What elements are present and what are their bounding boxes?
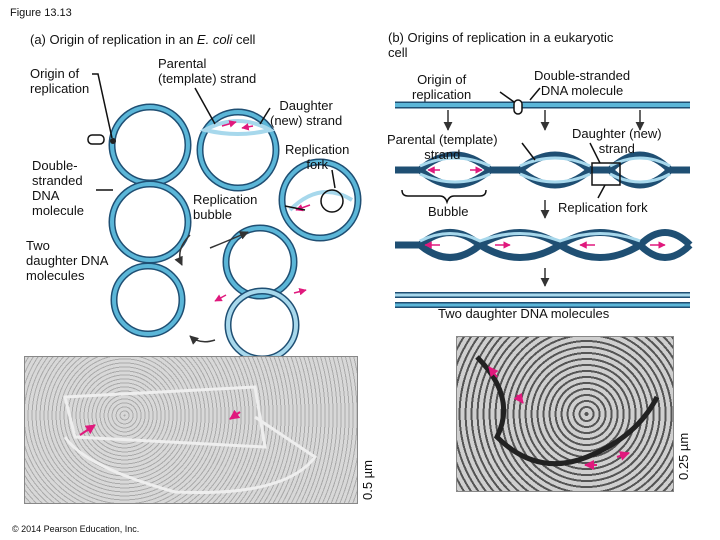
micrograph-eukaryote-dna xyxy=(475,355,660,470)
circle-bubble xyxy=(278,158,362,242)
figure-number: Figure 13.13 xyxy=(10,7,72,19)
circle-origin xyxy=(108,103,192,187)
circle-daughters-result xyxy=(110,262,186,338)
label-fork-b: Replication fork xyxy=(558,200,648,215)
label-bubble-b: Bubble xyxy=(428,204,469,219)
pointer-lines-b xyxy=(499,87,606,199)
process-arrows-a xyxy=(174,231,249,345)
circle-late-replication xyxy=(214,224,307,363)
label-bubble-a: Replication bubble xyxy=(193,192,258,222)
pointer-lines-a xyxy=(92,73,336,211)
panel-b-title: (b) Origins of replication in a eukaryot… xyxy=(388,30,614,60)
circle-early-replication xyxy=(196,108,280,192)
label-parental-a: Parental (template) strand xyxy=(158,56,257,86)
label-origin-a: Origin of replication xyxy=(30,66,90,96)
label-dsdna-a: Double- stranded DNA molecule xyxy=(32,158,85,218)
copyright-text: © 2014 Pearson Education, Inc. xyxy=(12,524,140,534)
label-origin-b: Origin of replication xyxy=(412,72,472,102)
label-daughter-b: Daughter (new) strand xyxy=(572,126,662,156)
linear-dna-bubbles xyxy=(395,151,690,189)
linear-dna-fused-bubbles xyxy=(395,229,693,261)
label-dsdna-b: Double-stranded DNA molecule xyxy=(534,68,631,98)
scale-bar-b: 0.25 µm xyxy=(676,432,691,480)
label-parental-b: Parental (template) strand xyxy=(387,132,498,162)
bubble-bracket xyxy=(401,189,487,205)
circle-dsdna xyxy=(108,180,192,264)
label-two-daughter-b: Two daughter DNA molecules xyxy=(438,306,610,321)
micrograph-ecoli-dna xyxy=(63,385,318,495)
origin-marker-icon xyxy=(87,134,105,145)
micrograph-eukaryote xyxy=(456,336,674,492)
label-fork-a: Replication fork xyxy=(285,142,350,172)
scale-bar-a: 0.5 µm xyxy=(360,459,375,500)
label-two-daughter-a: Two daughter DNA molecules xyxy=(26,238,109,283)
panel-a-title: (a) Origin of replication in an E. coli … xyxy=(30,32,256,47)
fork-box-highlight xyxy=(591,162,621,186)
linear-dna-daughters xyxy=(395,292,690,308)
micrograph-ecoli xyxy=(24,356,358,504)
linear-dna-top xyxy=(395,99,690,115)
process-arrows-b xyxy=(443,110,645,287)
label-daughter-a: Daughter (new) strand xyxy=(270,98,343,128)
replication-fork-highlight xyxy=(320,189,344,213)
fork-direction-arrows xyxy=(424,166,666,249)
